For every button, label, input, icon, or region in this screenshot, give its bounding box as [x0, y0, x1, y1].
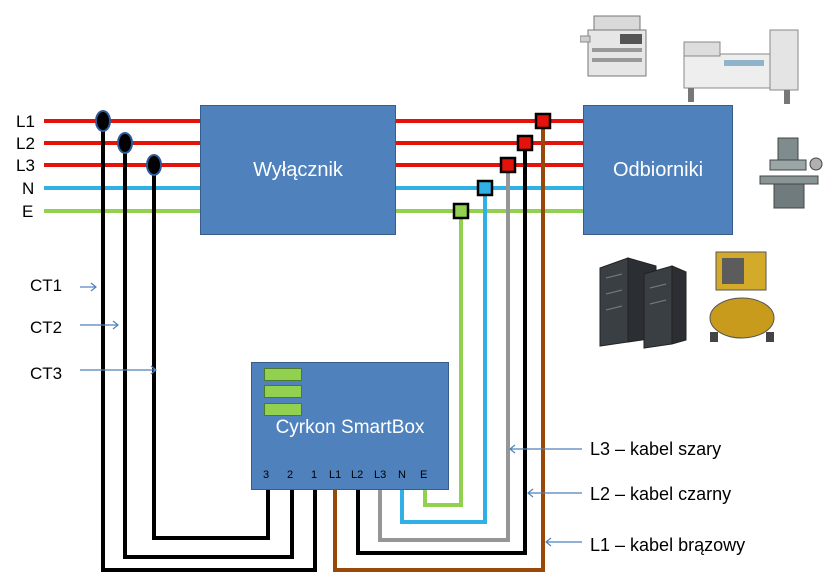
cable-e [423, 212, 463, 507]
clamp-l3 [499, 156, 517, 174]
cable-l3-gray [378, 166, 510, 542]
status-led-1 [264, 368, 302, 381]
phase-label-e: E [22, 202, 34, 221]
ct1-label: CT1 [30, 276, 63, 295]
switch-box: Wyłącznik [200, 105, 396, 235]
ct3-cable [152, 165, 270, 540]
callout-arrows [80, 282, 582, 547]
clamp-n [476, 179, 494, 197]
ct3-label: CT3 [30, 364, 63, 383]
ct-cables [101, 121, 317, 572]
phase-label-l3: L3 [16, 156, 35, 175]
printing-machine-icon [683, 29, 799, 104]
clamps [452, 112, 552, 220]
cable-l2-black [356, 143, 527, 555]
smartbox-device: Cyrkon SmartBox 3 2 1 L1 L2 L3 N E [251, 362, 449, 490]
measurement-cables [333, 121, 545, 572]
cable-l1-brown [333, 121, 545, 572]
terminal-2: 2 [287, 469, 294, 481]
server-rack-icon [599, 257, 687, 349]
terminal-l1: L1 [329, 469, 342, 481]
phase-label-n: N [22, 179, 35, 198]
ct3-ring [146, 154, 162, 176]
phase-label-l1: L1 [16, 112, 35, 131]
clamp-e [452, 202, 470, 220]
terminal-e: E [420, 469, 428, 481]
smartbox-title: Cyrkon SmartBox [275, 417, 425, 438]
clamp-l1 [534, 112, 552, 130]
terminal-n: N [398, 469, 406, 481]
phase-label-l2: L2 [16, 134, 35, 153]
loads-box: Odbiorniki [583, 105, 733, 235]
terminal-1: 1 [311, 469, 318, 481]
ct1-cable [101, 121, 317, 572]
current-transformers [95, 110, 162, 176]
terminal-l2: L2 [351, 469, 364, 481]
copier-icon [580, 15, 647, 77]
clamp-l2 [516, 134, 534, 152]
air-compressor-icon [709, 251, 775, 342]
terminal-3: 3 [263, 469, 270, 481]
cable-label-l1: L1 – kabel brązowy [590, 535, 746, 555]
status-led-3 [264, 403, 302, 416]
ct2-ring [117, 132, 133, 154]
milling-machine-icon [759, 137, 823, 209]
ct1-ring [95, 110, 111, 132]
cable-n [400, 189, 487, 524]
cable-label-l3: L3 – kabel szary [590, 439, 722, 459]
status-led-2 [264, 385, 302, 398]
ct2-cable [123, 143, 294, 559]
cable-label-l2: L2 – kabel czarny [590, 484, 732, 504]
terminal-l3: L3 [374, 469, 387, 481]
ct2-label: CT2 [30, 318, 63, 337]
